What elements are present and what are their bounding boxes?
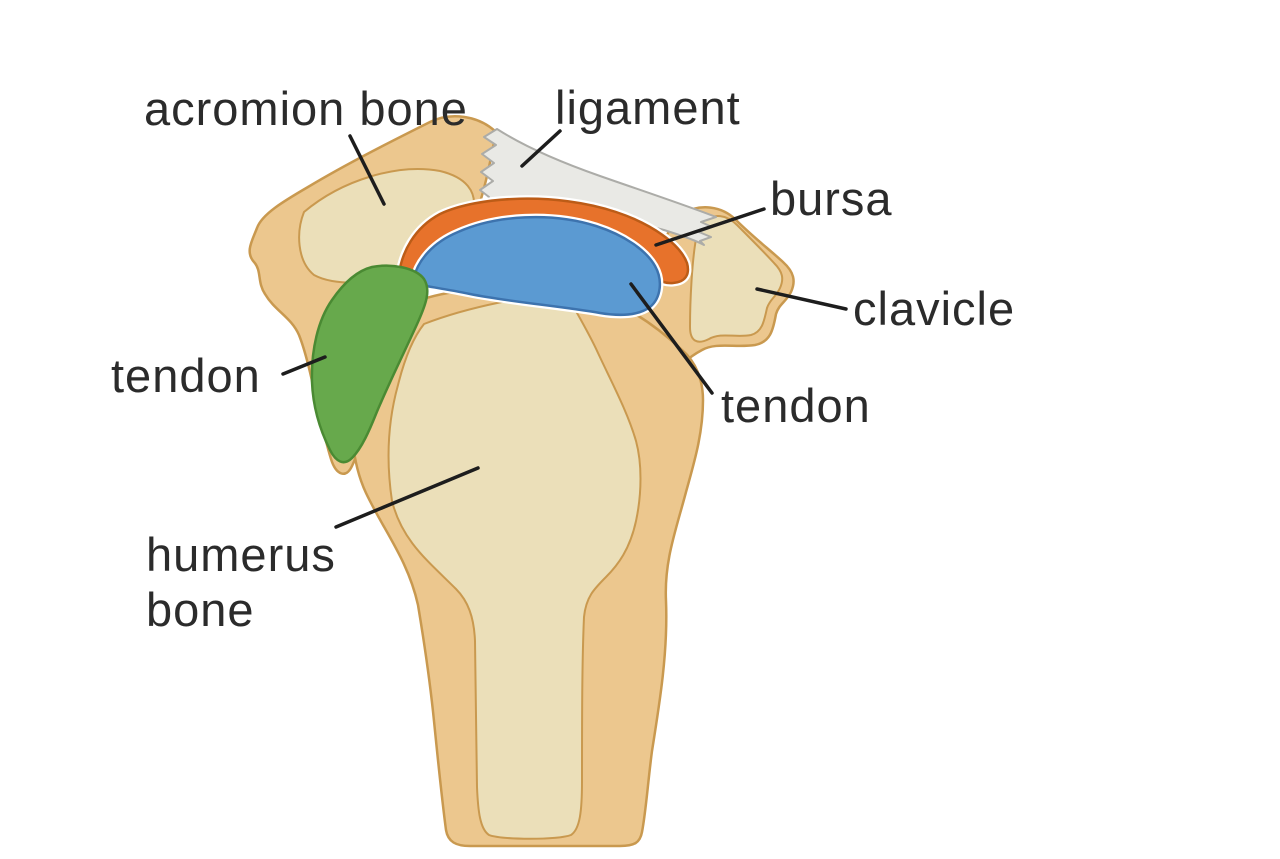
leader-bursa <box>654 207 766 247</box>
humerus-bone-inner-shape <box>387 292 642 840</box>
label-acromion-bone: acromion bone <box>144 82 468 135</box>
leader-acromion-bone <box>348 134 386 206</box>
leader-ligament <box>520 129 562 168</box>
tendon-green-shape <box>310 264 429 464</box>
leader-lines-group <box>281 129 848 529</box>
bones-group <box>248 115 795 848</box>
leader-clavicle <box>755 287 848 311</box>
label-humerus-bone: humerus bone <box>146 528 336 636</box>
label-tendon-left: tendon <box>111 349 261 402</box>
leader-tendon-left <box>281 355 327 376</box>
label-tendon-right: tendon <box>721 379 871 432</box>
label-ligament: ligament <box>555 81 741 134</box>
leader-tendon-right <box>629 282 714 395</box>
clavicle-inner-shape <box>689 215 784 343</box>
label-bursa: bursa <box>770 172 893 225</box>
label-clavicle: clavicle <box>853 282 1016 335</box>
leader-humerus-bone <box>334 466 480 529</box>
